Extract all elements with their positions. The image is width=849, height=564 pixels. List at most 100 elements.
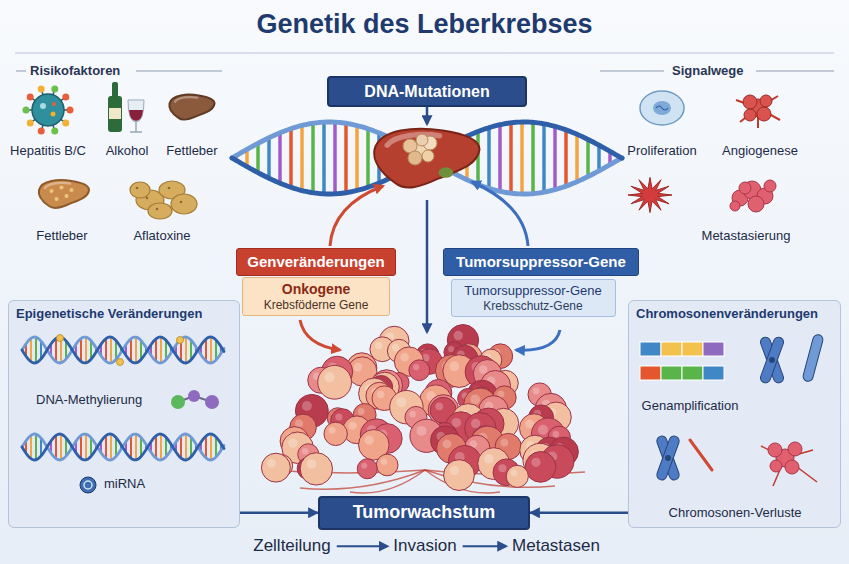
box-heading: Tumorwachstum bbox=[334, 502, 514, 524]
centromere bbox=[665, 455, 671, 461]
metastasis-cluster bbox=[730, 180, 776, 212]
flow-arrow bbox=[516, 330, 560, 350]
tumor-cell bbox=[376, 454, 398, 476]
dna-rung bbox=[60, 434, 62, 460]
dna-rung bbox=[55, 338, 57, 361]
liver-highlight bbox=[175, 97, 198, 102]
dna-rung bbox=[531, 122, 535, 193]
tumor-cell bbox=[764, 180, 776, 192]
icon-caption: Genamplification bbox=[642, 398, 739, 414]
tumor-cell bbox=[444, 460, 475, 491]
gene-box: Tumorsuppressor-GeneKrebsschutz-Gene bbox=[451, 279, 616, 317]
dna-strand bbox=[232, 122, 622, 194]
dna-rung bbox=[85, 434, 87, 460]
fat-spot bbox=[55, 197, 59, 201]
tumor-cell bbox=[300, 453, 332, 485]
step-arrow bbox=[337, 545, 388, 547]
potato bbox=[130, 182, 150, 198]
potato-spot bbox=[136, 187, 139, 190]
tumor-cell bbox=[730, 201, 740, 211]
wine bbox=[129, 110, 143, 121]
flow-arrow bbox=[330, 186, 383, 246]
cell-highlight bbox=[484, 454, 494, 464]
icon-caption: Alkohol bbox=[106, 143, 149, 159]
dna-rung bbox=[205, 339, 207, 361]
virus-dot bbox=[52, 102, 56, 106]
cell-highlight bbox=[470, 395, 480, 405]
chromatid bbox=[802, 334, 824, 383]
virus-spike-tip bbox=[23, 107, 30, 114]
cell-highlight bbox=[358, 408, 365, 415]
flow-arrow bbox=[426, 200, 429, 332]
flow-arrow bbox=[300, 320, 340, 350]
cell-highlight bbox=[396, 397, 406, 407]
box-heading: Tumorsuppressor-Gene bbox=[460, 283, 607, 299]
dna-rung bbox=[55, 435, 57, 458]
icon-caption: Chromosonen-Verluste bbox=[669, 505, 802, 521]
cell-highlight bbox=[511, 470, 518, 477]
virus-spike-tip bbox=[38, 86, 45, 93]
potato-spot bbox=[168, 187, 171, 190]
tumor-cell bbox=[760, 95, 772, 107]
icon-caption: Proliferation bbox=[627, 143, 696, 159]
section-heading: Risikofaktoren bbox=[30, 63, 120, 79]
cell-highlight bbox=[435, 402, 443, 410]
cell-highlight bbox=[307, 459, 317, 469]
cell-highlight bbox=[409, 411, 416, 418]
molecule-atom bbox=[205, 395, 219, 409]
dna-rung bbox=[366, 129, 370, 187]
cell-highlight bbox=[267, 459, 276, 468]
dna-strand bbox=[22, 434, 224, 460]
dna-rung bbox=[185, 434, 187, 460]
cell-highlight bbox=[552, 431, 559, 438]
tumor-cell bbox=[357, 459, 377, 479]
mirna-icon bbox=[80, 477, 96, 493]
virus-spike-tip bbox=[51, 86, 58, 93]
dna-rung bbox=[278, 133, 282, 183]
heading-rule bbox=[136, 71, 222, 72]
cell-highlight bbox=[375, 342, 382, 349]
fat-spot bbox=[70, 188, 74, 192]
dna-rung bbox=[160, 337, 162, 363]
gene-segment bbox=[661, 342, 682, 356]
dna-rung bbox=[311, 123, 315, 192]
cell-highlight bbox=[354, 363, 363, 372]
cell-highlight bbox=[324, 372, 334, 382]
tumor-cell bbox=[785, 460, 799, 474]
fat-spot bbox=[65, 194, 69, 198]
bottle-neck bbox=[112, 82, 118, 98]
box-heading: Genveränderungen bbox=[247, 253, 385, 271]
cell-highlight bbox=[531, 458, 540, 467]
dna-rung bbox=[520, 122, 524, 194]
tumor-cell bbox=[739, 182, 751, 194]
heading-rule bbox=[600, 71, 664, 72]
dna-rung bbox=[542, 124, 546, 192]
cell-highlight bbox=[381, 458, 387, 464]
dna-rung bbox=[575, 134, 579, 181]
dna-rung bbox=[160, 434, 162, 460]
dna-rung bbox=[155, 436, 157, 458]
gene-segment bbox=[703, 366, 724, 380]
epigenetics-icons bbox=[22, 335, 224, 494]
box-heading: Epigenetische Veränderungen bbox=[16, 306, 232, 322]
dna-rung bbox=[267, 138, 271, 178]
tumor-cell bbox=[788, 442, 802, 456]
liver-shape bbox=[169, 95, 214, 120]
dna-helix bbox=[232, 122, 622, 194]
icon-caption: miRNA bbox=[104, 476, 145, 492]
title-rule bbox=[15, 52, 834, 53]
dna-rung bbox=[498, 125, 502, 192]
dna-rung bbox=[300, 125, 304, 190]
loss-mark bbox=[690, 440, 712, 470]
cell-highlight bbox=[302, 401, 312, 411]
diagram-title: Genetik des Leberkrebses bbox=[0, 8, 849, 40]
icon-caption: Metastasierung bbox=[702, 228, 791, 244]
dna-rung bbox=[180, 436, 182, 458]
dna-rung bbox=[35, 337, 37, 363]
virus-spike-tip bbox=[27, 94, 34, 101]
virus-spike-tip bbox=[62, 94, 69, 101]
process-step: Metastasen bbox=[512, 536, 600, 556]
dna-rung bbox=[597, 145, 601, 171]
tumor-cell bbox=[770, 460, 782, 472]
virus-dot bbox=[51, 112, 56, 117]
